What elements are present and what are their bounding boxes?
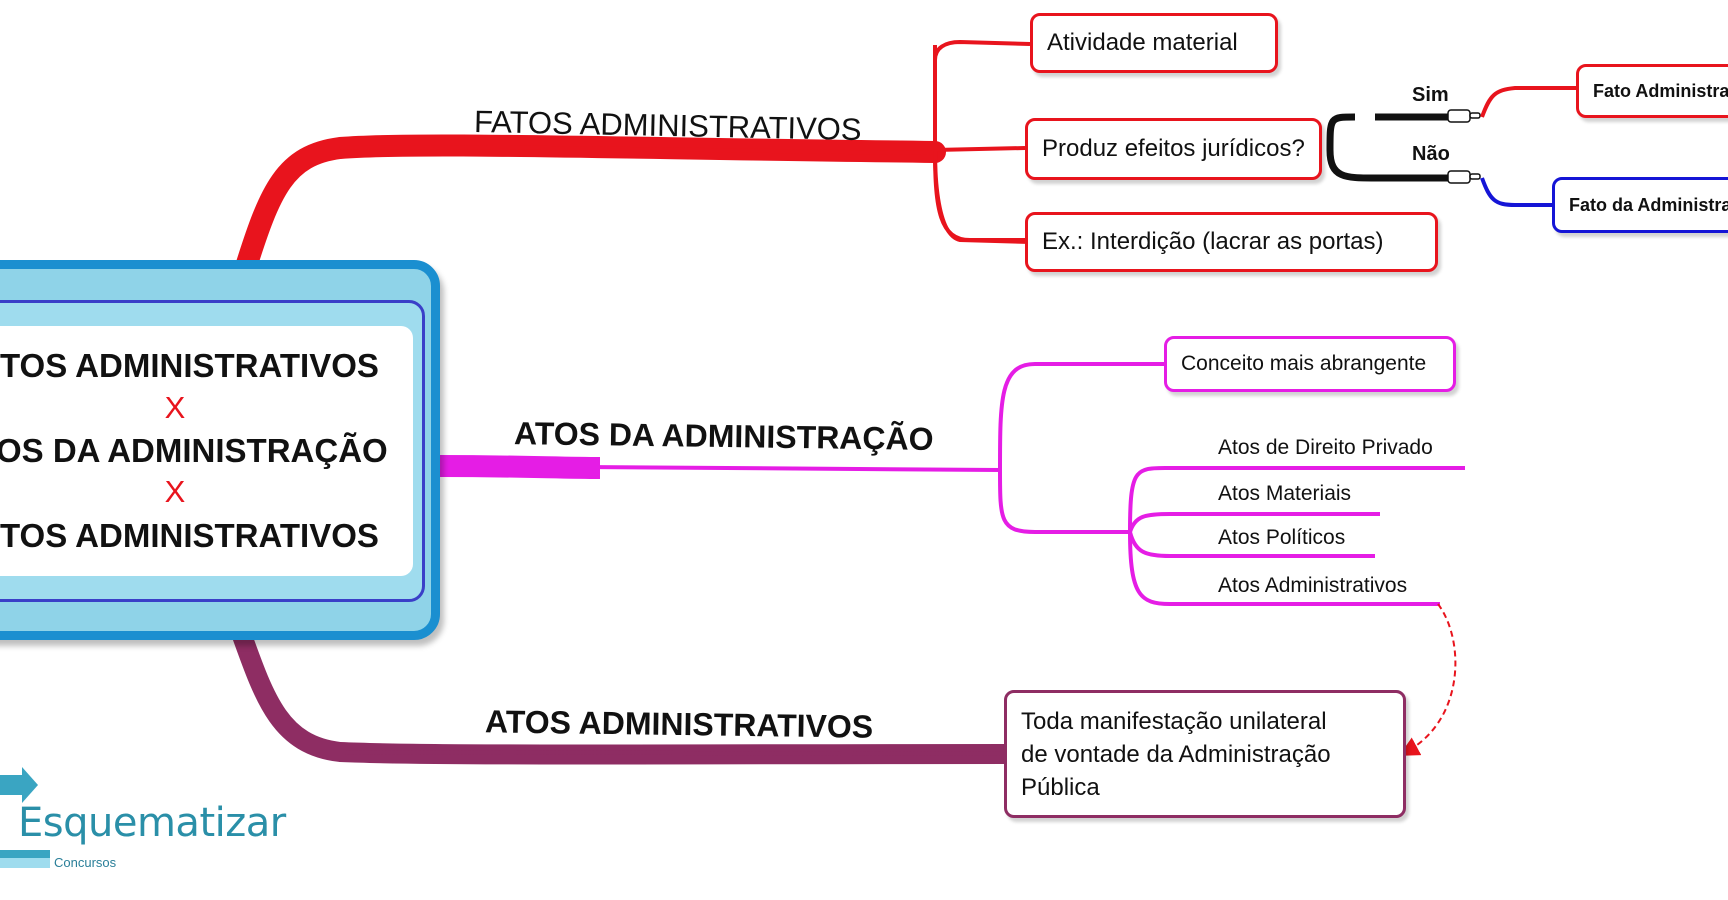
branch-label-atos-da-administracao: ATOS DA ADMINISTRAÇÃO [513,415,934,457]
decision-no-label: Não [1412,143,1450,165]
central-topic-line-3: TOS ADMINISTRATIVOS [0,517,379,554]
node-conceito-abrangente: Conceito mais abrangente [1164,336,1456,392]
no-outcome-line [1480,177,1553,207]
central-topic-line-1: TOS ADMINISTRATIVOS [0,347,379,384]
central-topic-separator-1: X [164,390,186,425]
fatos-branch-line [234,134,946,281]
fatos-connector [932,39,1031,244]
atos-administrativos-branch-taper [339,750,1006,756]
leaf-atos-administrativos: Atos Administrativos [1218,574,1408,597]
fatos-branch-taper [339,145,936,155]
central-topic-separator-2: X [164,474,186,509]
leaf-atos-direito-privado: Atos de Direito Privado [1218,436,1433,459]
node-atividade-material: Atividade material [1030,13,1278,73]
logo-tagline: Concursos [54,855,117,870]
node-fato-administrativo: Fato Administrativo [1576,64,1728,118]
reference-arrow [1398,603,1457,756]
pointing-hand-icon [1447,170,1481,184]
node-definicao-ato-administrativo: Toda manifestação unilateral de vontade … [1004,690,1406,818]
leaf-atos-politicos: Atos Políticos [1218,526,1346,549]
definicao-line-3: Pública [1021,773,1100,801]
atos-adm-branch-thick [439,455,601,479]
central-topic-line-2: OS DA ADMINISTRAÇÃO [0,432,388,469]
decision-connector [1326,113,1376,182]
yes-outcome-line [1480,86,1578,118]
node-fato-da-administracao: Fato da Administração [1552,177,1728,233]
logo-name: Esquematizar [18,800,286,846]
leaf-atos-materiais: Atos Materiais [1218,482,1352,505]
decision-connector-2 [1375,113,1450,182]
pointing-hand-icon [1447,109,1481,123]
branch-label-atos-administrativos: ATOS ADMINISTRATIVOS [484,703,874,745]
node-exemplo-interdicao: Ex.: Interdição (lacrar as portas) [1025,212,1438,272]
definicao-line-2: de vontade da Administração [1021,740,1331,768]
definicao-line-1: Toda manifestação unilateral [1021,707,1327,735]
decision-yes-label: Sim [1412,84,1449,106]
central-topic-panel [0,326,413,576]
fatos-connector-bottom [933,149,1030,242]
atos-adm-subconnector [1128,466,1465,606]
logo-arrow-icon [0,767,50,868]
node-produz-efeitos: Produz efeitos jurídicos? [1025,118,1322,180]
atos-adm-connector [998,362,1165,534]
